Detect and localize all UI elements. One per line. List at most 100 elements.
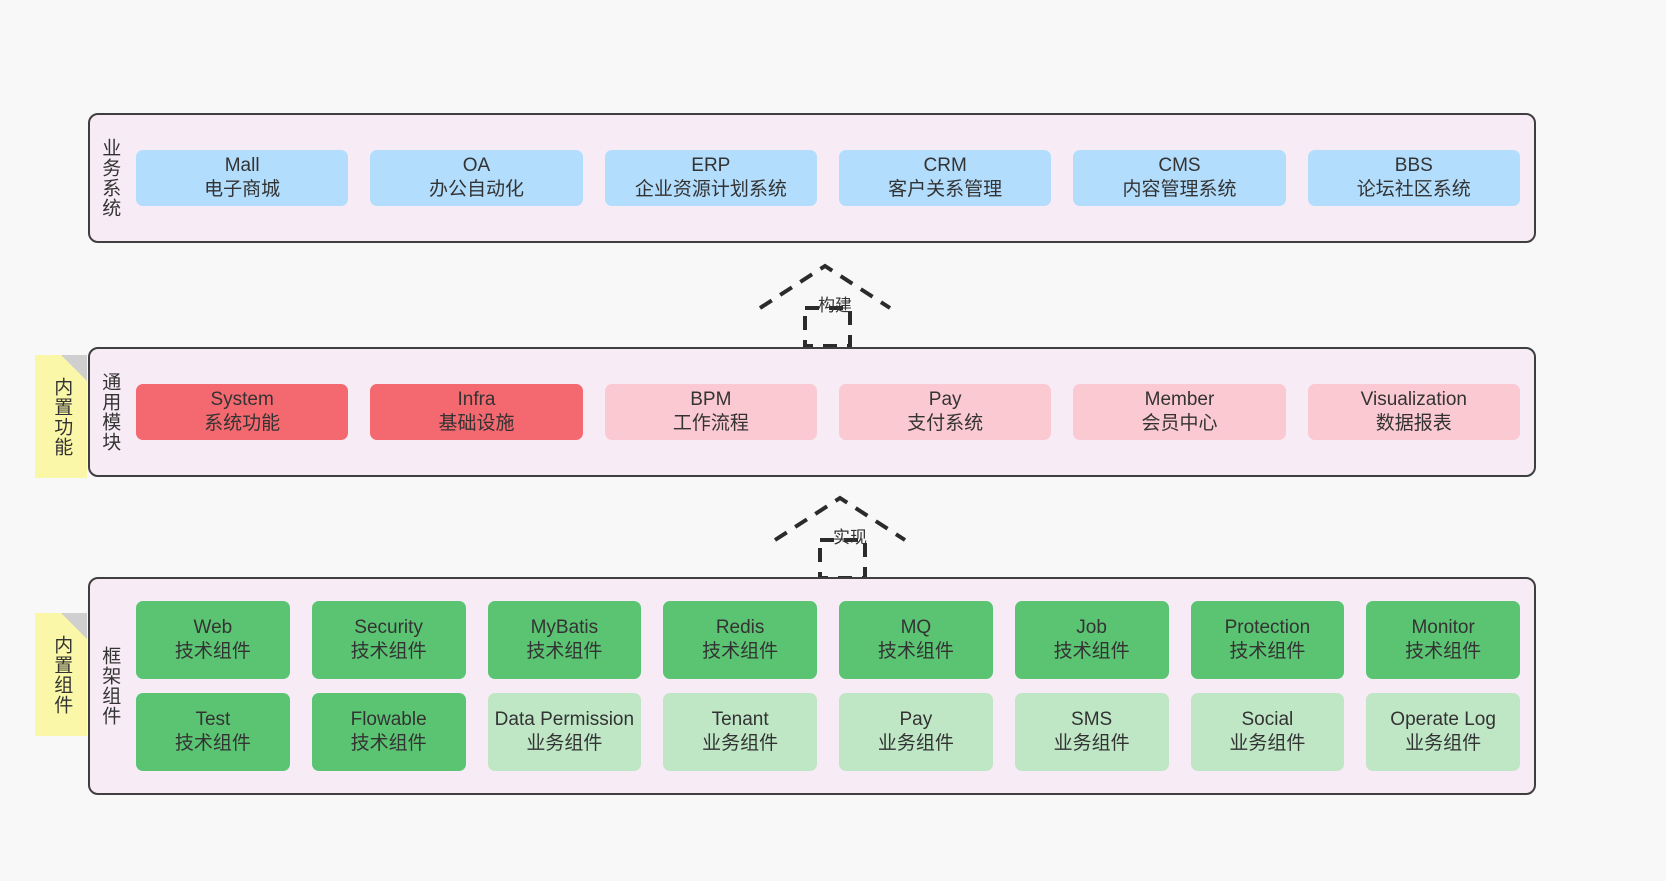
card-web[interactable]: Web 技术组件 (136, 601, 290, 679)
card-member[interactable]: Member 会员中心 (1073, 383, 1286, 441)
card-bpm-title: BPM (690, 388, 732, 410)
card-member-title: Member (1144, 388, 1215, 410)
card-infra-title: Infra (457, 388, 496, 410)
card-flowable[interactable]: Flowable 技术组件 (311, 693, 466, 771)
card-mall-desc: 电子商城 (204, 179, 281, 200)
note-fold-corner-icon (61, 355, 87, 381)
card-security[interactable]: Security 技术组件 (311, 601, 466, 679)
card-sms-title: SMS (1071, 708, 1113, 730)
card-redis-title: Redis (715, 616, 765, 638)
card-pay-component-desc: 业务组件 (877, 733, 954, 754)
framework-tech-row: Web 技术组件 Security 技术组件 MyBatis 技术组件 Redi… (136, 601, 1520, 679)
card-security-title: Security (354, 616, 423, 638)
arrow-build: 构建 (755, 258, 905, 348)
card-tenant-desc: 业务组件 (702, 733, 779, 754)
card-social-desc: 业务组件 (1229, 733, 1306, 754)
card-crm-title: CRM (923, 154, 967, 176)
framework-business-row: Test 技术组件 Flowable 技术组件 Data Permission … (136, 693, 1520, 771)
card-oa-desc: 办公自动化 (428, 179, 524, 200)
card-tenant-title: Tenant (711, 708, 769, 730)
layer-common-module: 通用模块 System 系统功能 Infra 基础设施 BPM 工作流程 Pay… (88, 347, 1536, 477)
card-erp-desc: 企业资源计划系统 (634, 179, 787, 200)
card-web-title: Web (193, 616, 233, 638)
card-job[interactable]: Job 技术组件 (1014, 601, 1169, 679)
card-data-permission-title: Data Permission (494, 708, 635, 730)
card-redis-desc: 技术组件 (702, 641, 779, 662)
layer-framework-component-label: 框架组件 (99, 646, 121, 726)
card-pay-component[interactable]: Pay 业务组件 (839, 693, 993, 771)
layer-common-module-body: System 系统功能 Infra 基础设施 BPM 工作流程 Pay 支付系统… (128, 349, 1534, 475)
card-flowable-title: Flowable (350, 708, 427, 730)
card-oa[interactable]: OA 办公自动化 (370, 149, 583, 207)
card-operate-log-desc: 业务组件 (1405, 733, 1482, 754)
card-operate-log[interactable]: Operate Log 业务组件 (1366, 693, 1520, 771)
card-protection[interactable]: Protection 技术组件 (1190, 601, 1345, 679)
card-system[interactable]: System 系统功能 (136, 383, 349, 441)
note-builtin-component: 内置组件 (35, 613, 87, 736)
card-test-desc: 技术组件 (174, 733, 251, 754)
card-protection-desc: 技术组件 (1229, 641, 1306, 662)
layer-business-system-label: 业务系统 (99, 138, 121, 218)
card-infra[interactable]: Infra 基础设施 (370, 383, 583, 441)
layer-common-module-label: 通用模块 (99, 372, 121, 452)
card-erp-title: ERP (691, 154, 731, 176)
layer-framework-component-body: Web 技术组件 Security 技术组件 MyBatis 技术组件 Redi… (128, 579, 1534, 793)
arrow-build-label: 构建 (818, 296, 852, 315)
card-monitor[interactable]: Monitor 技术组件 (1366, 601, 1520, 679)
common-module-row: System 系统功能 Infra 基础设施 BPM 工作流程 Pay 支付系统… (136, 383, 1520, 441)
card-mq-desc: 技术组件 (877, 641, 954, 662)
card-monitor-desc: 技术组件 (1405, 641, 1482, 662)
card-cms-desc: 内容管理系统 (1122, 179, 1237, 200)
card-job-desc: 技术组件 (1053, 641, 1130, 662)
card-bbs[interactable]: BBS 论坛社区系统 (1307, 149, 1520, 207)
card-bbs-desc: 论坛社区系统 (1356, 179, 1471, 200)
card-mybatis-desc: 技术组件 (526, 641, 603, 662)
card-bpm[interactable]: BPM 工作流程 (604, 383, 817, 441)
card-mall-title: Mall (224, 154, 260, 176)
card-oa-title: OA (462, 154, 491, 176)
card-pay-module-desc: 支付系统 (907, 413, 984, 434)
card-tenant[interactable]: Tenant 业务组件 (663, 693, 817, 771)
card-system-title: System (210, 388, 274, 410)
arrow-implement-label: 实现 (833, 528, 867, 547)
card-test-title: Test (195, 708, 231, 730)
card-bbs-title: BBS (1394, 154, 1433, 176)
card-job-title: Job (1076, 616, 1107, 638)
card-social[interactable]: Social 业务组件 (1190, 693, 1345, 771)
card-sms-desc: 业务组件 (1053, 733, 1130, 754)
card-pay-component-title: Pay (899, 708, 933, 730)
note-builtin-component-label: 内置组件 (51, 634, 73, 715)
layer-business-system: 业务系统 Mall 电子商城 OA 办公自动化 ERP 企业资源计划系统 CRM… (88, 113, 1536, 243)
arrow-build-glyph (758, 263, 892, 348)
card-flowable-desc: 技术组件 (350, 733, 427, 754)
card-crm[interactable]: CRM 客户关系管理 (838, 149, 1052, 207)
card-mq-title: MQ (900, 616, 932, 638)
layer-business-system-body: Mall 电子商城 OA 办公自动化 ERP 企业资源计划系统 CRM 客户关系… (128, 115, 1534, 241)
arrow-implement: 实现 (770, 490, 920, 580)
card-bpm-desc: 工作流程 (672, 413, 749, 434)
card-protection-title: Protection (1224, 616, 1311, 638)
card-test[interactable]: Test 技术组件 (136, 693, 290, 771)
card-cms[interactable]: CMS 内容管理系统 (1073, 149, 1286, 207)
card-data-permission-desc: 业务组件 (526, 733, 603, 754)
card-erp[interactable]: ERP 企业资源计划系统 (604, 149, 817, 207)
note-fold-corner-icon (61, 613, 87, 639)
card-web-desc: 技术组件 (174, 641, 251, 662)
note-builtin-feature-label: 内置功能 (51, 376, 73, 457)
card-visualization[interactable]: Visualization 数据报表 (1307, 383, 1520, 441)
card-visualization-title: Visualization (1360, 388, 1467, 410)
card-pay-module[interactable]: Pay 支付系统 (838, 383, 1052, 441)
card-mybatis[interactable]: MyBatis 技术组件 (487, 601, 642, 679)
card-mybatis-title: MyBatis (530, 616, 599, 638)
card-redis[interactable]: Redis 技术组件 (663, 601, 817, 679)
business-system-row: Mall 电子商城 OA 办公自动化 ERP 企业资源计划系统 CRM 客户关系… (136, 149, 1520, 207)
card-data-permission[interactable]: Data Permission 业务组件 (487, 693, 642, 771)
card-system-desc: 系统功能 (204, 413, 281, 434)
card-monitor-title: Monitor (1411, 616, 1475, 638)
card-operate-log-title: Operate Log (1390, 708, 1496, 730)
card-cms-title: CMS (1158, 154, 1201, 176)
note-builtin-feature: 内置功能 (35, 355, 87, 478)
card-mq[interactable]: MQ 技术组件 (839, 601, 993, 679)
card-sms[interactable]: SMS 业务组件 (1014, 693, 1169, 771)
card-mall[interactable]: Mall 电子商城 (136, 149, 349, 207)
